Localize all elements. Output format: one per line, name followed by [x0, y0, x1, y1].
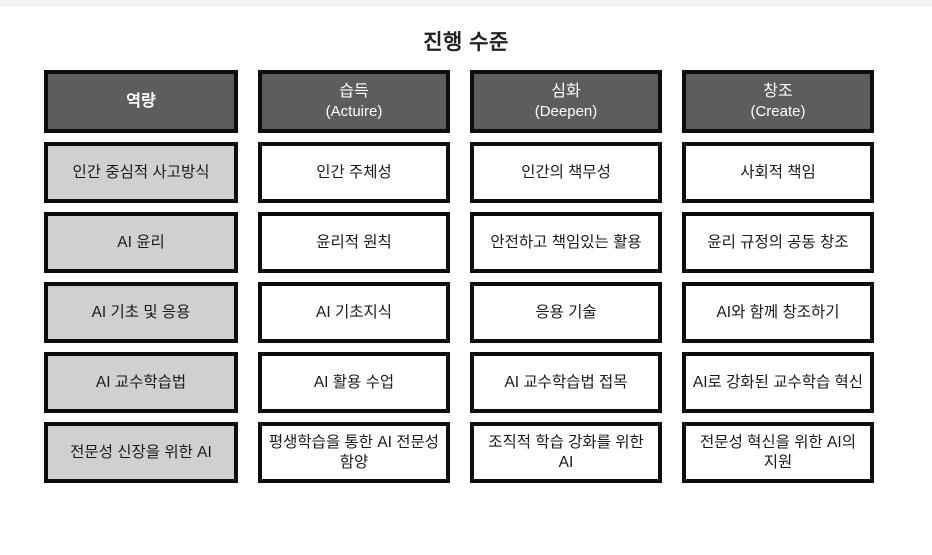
header-label-en-acquire: (Actuire) — [325, 102, 383, 120]
cell-text: AI 교수학습법 접목 — [504, 373, 628, 391]
cell-text: AI와 함께 창조하기 — [716, 303, 840, 321]
header-label-ko-create: 창조 — [763, 82, 793, 100]
cell-create: AI로 강화된 교수학습 혁신 — [682, 352, 874, 413]
cell-deepen: 안전하고 책임있는 활용 — [470, 212, 662, 273]
header-cell-create: 창조 (Create) — [682, 70, 874, 133]
matrix-header-row: 역량 습득 (Actuire) 심화 (Deepen) 창조 (Create) — [44, 70, 874, 133]
cell-text: AI 활용 수업 — [313, 373, 395, 391]
cell-deepen: AI 교수학습법 접목 — [470, 352, 662, 413]
cell-text: 윤리 규정의 공동 창조 — [707, 233, 849, 251]
cell-text: 인간 중심적 사고방식 — [72, 163, 210, 181]
header-label-ko-competency: 역량 — [126, 92, 156, 110]
cell-create: AI와 함께 창조하기 — [682, 282, 874, 343]
cell-text: 인간 주체성 — [316, 163, 392, 181]
cell-deepen: 인간의 책무성 — [470, 142, 662, 203]
page-title: 진행 수준 — [423, 31, 509, 54]
cell-text: 응용 기술 — [535, 303, 597, 321]
cell-acquire: AI 활용 수업 — [258, 352, 450, 413]
header-cell-deepen: 심화 (Deepen) — [470, 70, 662, 133]
header-cell-acquire: 습득 (Actuire) — [258, 70, 450, 133]
cell-competency: AI 윤리 — [44, 212, 238, 273]
cell-text: 인간의 책무성 — [521, 163, 611, 181]
cell-text: AI 기초지식 — [316, 303, 392, 321]
header-label-ko-acquire: 습득 — [339, 82, 369, 100]
matrix-row: 인간 중심적 사고방식 인간 주체성 인간의 책무성 사회적 책임 — [44, 142, 874, 203]
cell-acquire: 윤리적 원칙 — [258, 212, 450, 273]
cell-competency: 전문성 신장을 위한 AI — [44, 422, 238, 483]
cell-acquire: AI 기초지식 — [258, 282, 450, 343]
matrix-row: AI 교수학습법 AI 활용 수업 AI 교수학습법 접목 AI로 강화된 교수… — [44, 352, 874, 413]
cell-text: AI 교수학습법 — [95, 373, 187, 391]
cell-text: 조직적 학습 강화를 위한 AI — [488, 434, 644, 471]
header-stack-acquire: 습득 (Actuire) — [326, 82, 383, 122]
cell-competency: AI 교수학습법 — [44, 352, 238, 413]
cell-text: 전문성 신장을 위한 AI — [70, 443, 212, 461]
cell-create: 전문성 혁신을 위한 AI의 지원 — [682, 422, 874, 483]
cell-competency: AI 기초 및 응용 — [44, 282, 238, 343]
cell-text: 안전하고 책임있는 활용 — [490, 233, 642, 251]
cell-create: 사회적 책임 — [682, 142, 874, 203]
cell-text: AI 기초 및 응용 — [91, 303, 191, 321]
header-label-en-create: (Create) — [750, 102, 806, 120]
header-stack-create: 창조 (Create) — [750, 82, 805, 122]
cell-acquire: 평생학습을 통한 AI 전문성 함양 — [258, 422, 450, 483]
cell-text: 전문성 혁신을 위한 AI의 지원 — [700, 434, 856, 471]
cell-competency: 인간 중심적 사고방식 — [44, 142, 238, 203]
header-cell-competency: 역량 — [44, 70, 238, 133]
cell-acquire: 인간 주체성 — [258, 142, 450, 203]
cell-deepen: 응용 기술 — [470, 282, 662, 343]
cell-text: AI로 강화된 교수학습 혁신 — [692, 373, 864, 391]
header-label-en-deepen: (Deepen) — [534, 102, 598, 120]
cell-text: 윤리적 원칙 — [316, 233, 392, 251]
top-edge-band — [0, 0, 932, 7]
cell-text: 평생학습을 통한 AI 전문성 함양 — [268, 434, 440, 471]
cell-text: AI 윤리 — [117, 233, 165, 251]
cell-deepen: 조직적 학습 강화를 위한 AI — [470, 422, 662, 483]
header-stack-deepen: 심화 (Deepen) — [535, 82, 598, 122]
matrix-row: 전문성 신장을 위한 AI 평생학습을 통한 AI 전문성 함양 조직적 학습 … — [44, 422, 874, 483]
competency-matrix-table: 역량 습득 (Actuire) 심화 (Deepen) 창조 (Create) — [44, 70, 874, 483]
cell-create: 윤리 규정의 공동 창조 — [682, 212, 874, 273]
header-stack-competency: 역량 — [126, 92, 155, 112]
header-label-ko-deepen: 심화 — [551, 82, 581, 100]
matrix-row: AI 윤리 윤리적 원칙 안전하고 책임있는 활용 윤리 규정의 공동 창조 — [44, 212, 874, 273]
matrix-row: AI 기초 및 응용 AI 기초지식 응용 기술 AI와 함께 창조하기 — [44, 282, 874, 343]
cell-text: 사회적 책임 — [740, 163, 816, 181]
